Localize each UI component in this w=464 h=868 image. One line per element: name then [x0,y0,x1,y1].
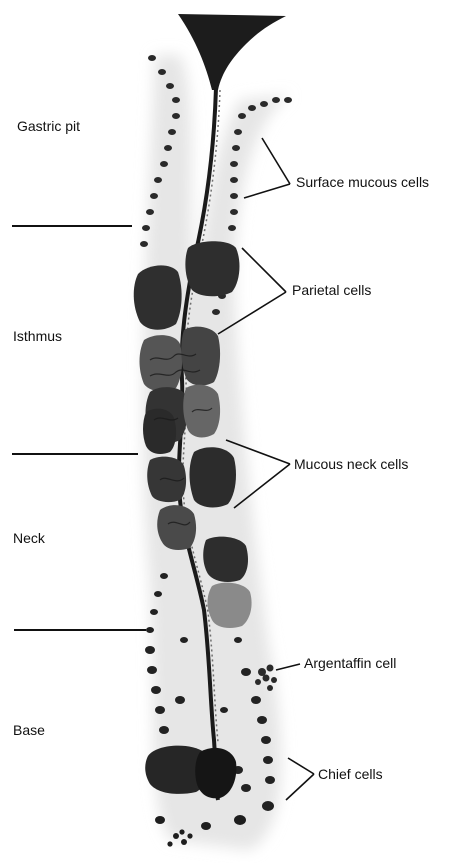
base-cells [145,746,236,799]
parietal-cell [185,241,239,296]
region-label-neck: Neck [13,530,45,546]
mucous-neck-cell [190,447,237,507]
region-label-base: Base [13,722,45,738]
leader-chief-2 [286,774,314,800]
callout-label-argentaffin-cell: Argentaffin cell [304,655,396,671]
region-dividers [12,226,146,630]
parietal-cell [183,385,220,438]
mucous-neck-cell [208,583,252,628]
lumen-funnel [178,14,286,90]
callout-label-chief-cells: Chief cells [318,766,383,782]
leader-parietal-1 [242,248,286,292]
leader-argentaffin [276,664,300,670]
mucous-neck-cell [203,537,248,582]
leader-surface-mucous-1 [262,138,290,184]
region-label-isthmus: Isthmus [13,328,62,344]
parietal-cell [134,265,182,329]
mucous-neck-cell [157,505,196,550]
parietal-cell [143,409,176,454]
region-label-gastric-pit: Gastric pit [17,118,80,134]
leader-chief-1 [288,758,314,774]
mucous-neck-cell [147,457,186,502]
callout-label-parietal-cells: Parietal cells [292,282,371,298]
callout-label-surface-mucous-cells: Surface mucous cells [296,174,429,190]
leader-surface-mucous-2 [244,184,290,198]
callout-label-mucous-neck-cells: Mucous neck cells [294,456,408,472]
parietal-cell [140,335,183,391]
